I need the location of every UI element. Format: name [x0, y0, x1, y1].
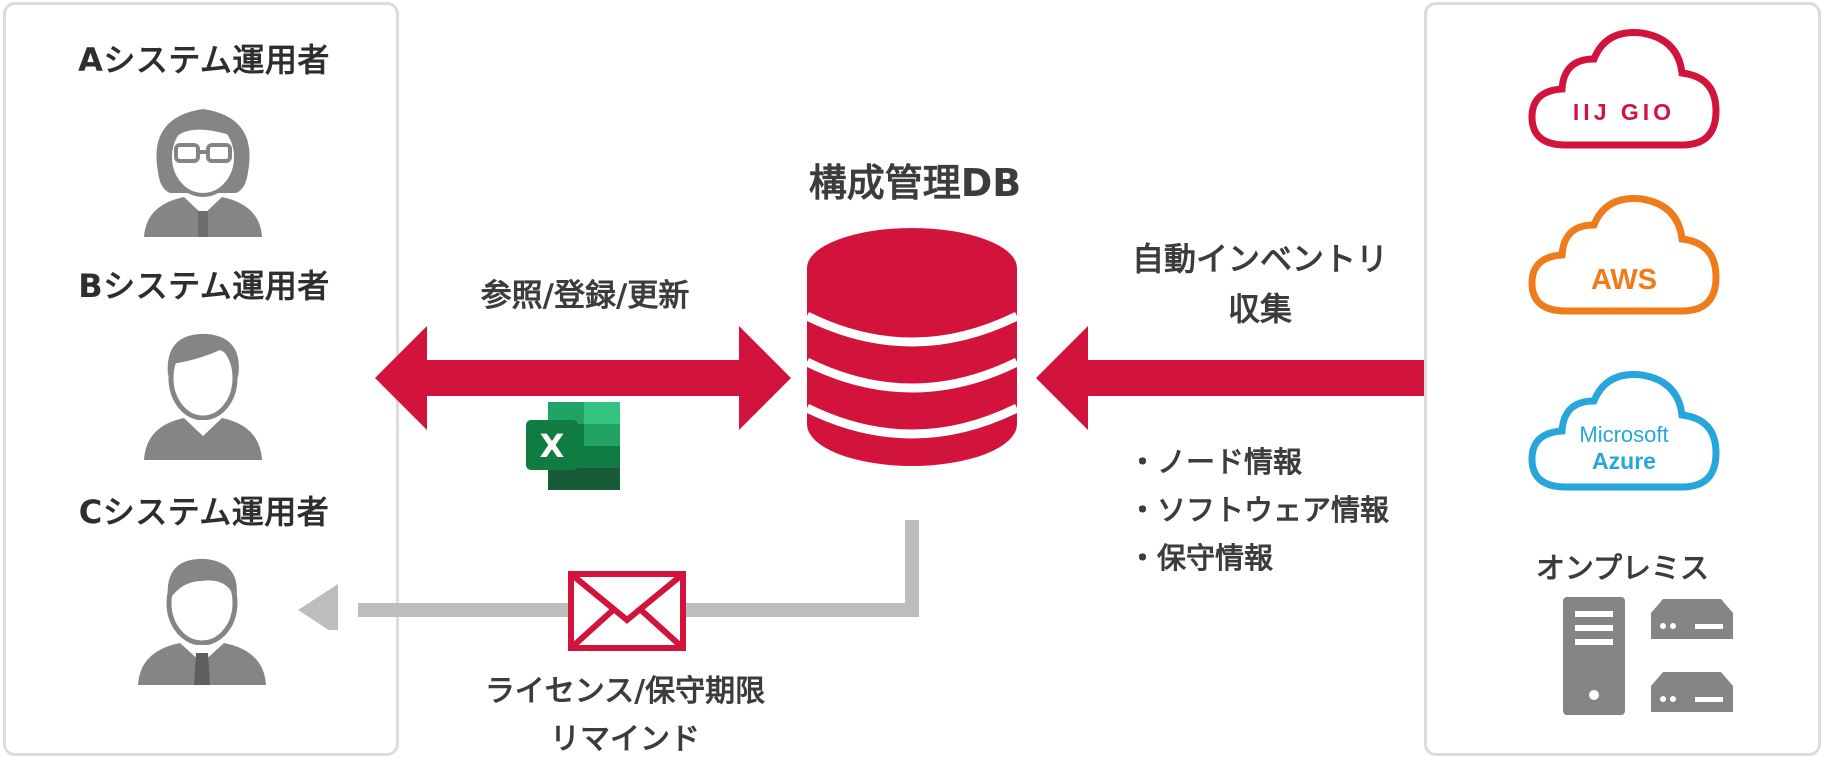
aws-label: AWS — [1591, 264, 1657, 296]
reminder-line1: ライセンス/保守期限 — [484, 674, 766, 709]
azure-label-line2: Azure — [1592, 448, 1656, 474]
auto-inventory-line2: 収集 — [1227, 290, 1292, 328]
excel-letter: X — [540, 427, 565, 465]
operator-b-label: Bシステム運用者 — [78, 267, 330, 305]
azure-label-line1: Microsoft — [1579, 422, 1668, 447]
aws-cloud-icon: AWS — [1526, 191, 1722, 321]
crud-label: 参照/登録/更新 — [480, 278, 690, 314]
man-with-tie-icon — [132, 547, 272, 687]
iij-gio-cloud-icon: IIJ GIO — [1526, 25, 1722, 155]
operators-panel: Aシステム運用者 Bシステム運用者 Cシステム運用者 — [3, 2, 399, 756]
reminder-arrow — [298, 520, 924, 630]
auto-inventory-line1: 自動インベントリ — [1131, 240, 1388, 278]
sources-panel: IIJ GIO AWS Microsoft Azure オンプレミス — [1424, 2, 1821, 756]
reminder-label: ライセンス/保守期限 リマインド — [460, 668, 790, 764]
auto-inventory-label: 自動インベントリ 収集 — [1110, 234, 1410, 334]
double-arrow — [375, 326, 791, 430]
excel-icon: X — [524, 396, 628, 492]
man-icon — [138, 320, 268, 460]
rack-server-icon — [1649, 597, 1735, 641]
onprem-label: オンプレミス — [1535, 551, 1710, 585]
info-node: ・ノード情報 — [1128, 445, 1303, 479]
azure-cloud-icon: Microsoft Azure — [1526, 367, 1722, 497]
database-icon — [805, 226, 1019, 470]
mail-icon — [567, 570, 687, 652]
rack-server-icon — [1649, 670, 1735, 714]
info-software: ・ソフトウェア情報 — [1128, 493, 1390, 527]
inventory-info-list: ・ノード情報 ・ソフトウェア情報 ・保守情報 — [1128, 438, 1428, 582]
inventory-arrow — [1036, 326, 1426, 430]
db-title: 構成管理DB — [808, 161, 1022, 205]
tower-server-icon — [1561, 595, 1627, 717]
reminder-line2: リマインド — [550, 722, 700, 757]
woman-with-glasses-icon — [138, 97, 268, 237]
info-maintenance: ・保守情報 — [1128, 541, 1274, 575]
iij-gio-label: IIJ GIO — [1573, 99, 1675, 125]
operator-c-label: Cシステム運用者 — [78, 493, 330, 531]
operator-a-label: Aシステム運用者 — [78, 41, 330, 79]
